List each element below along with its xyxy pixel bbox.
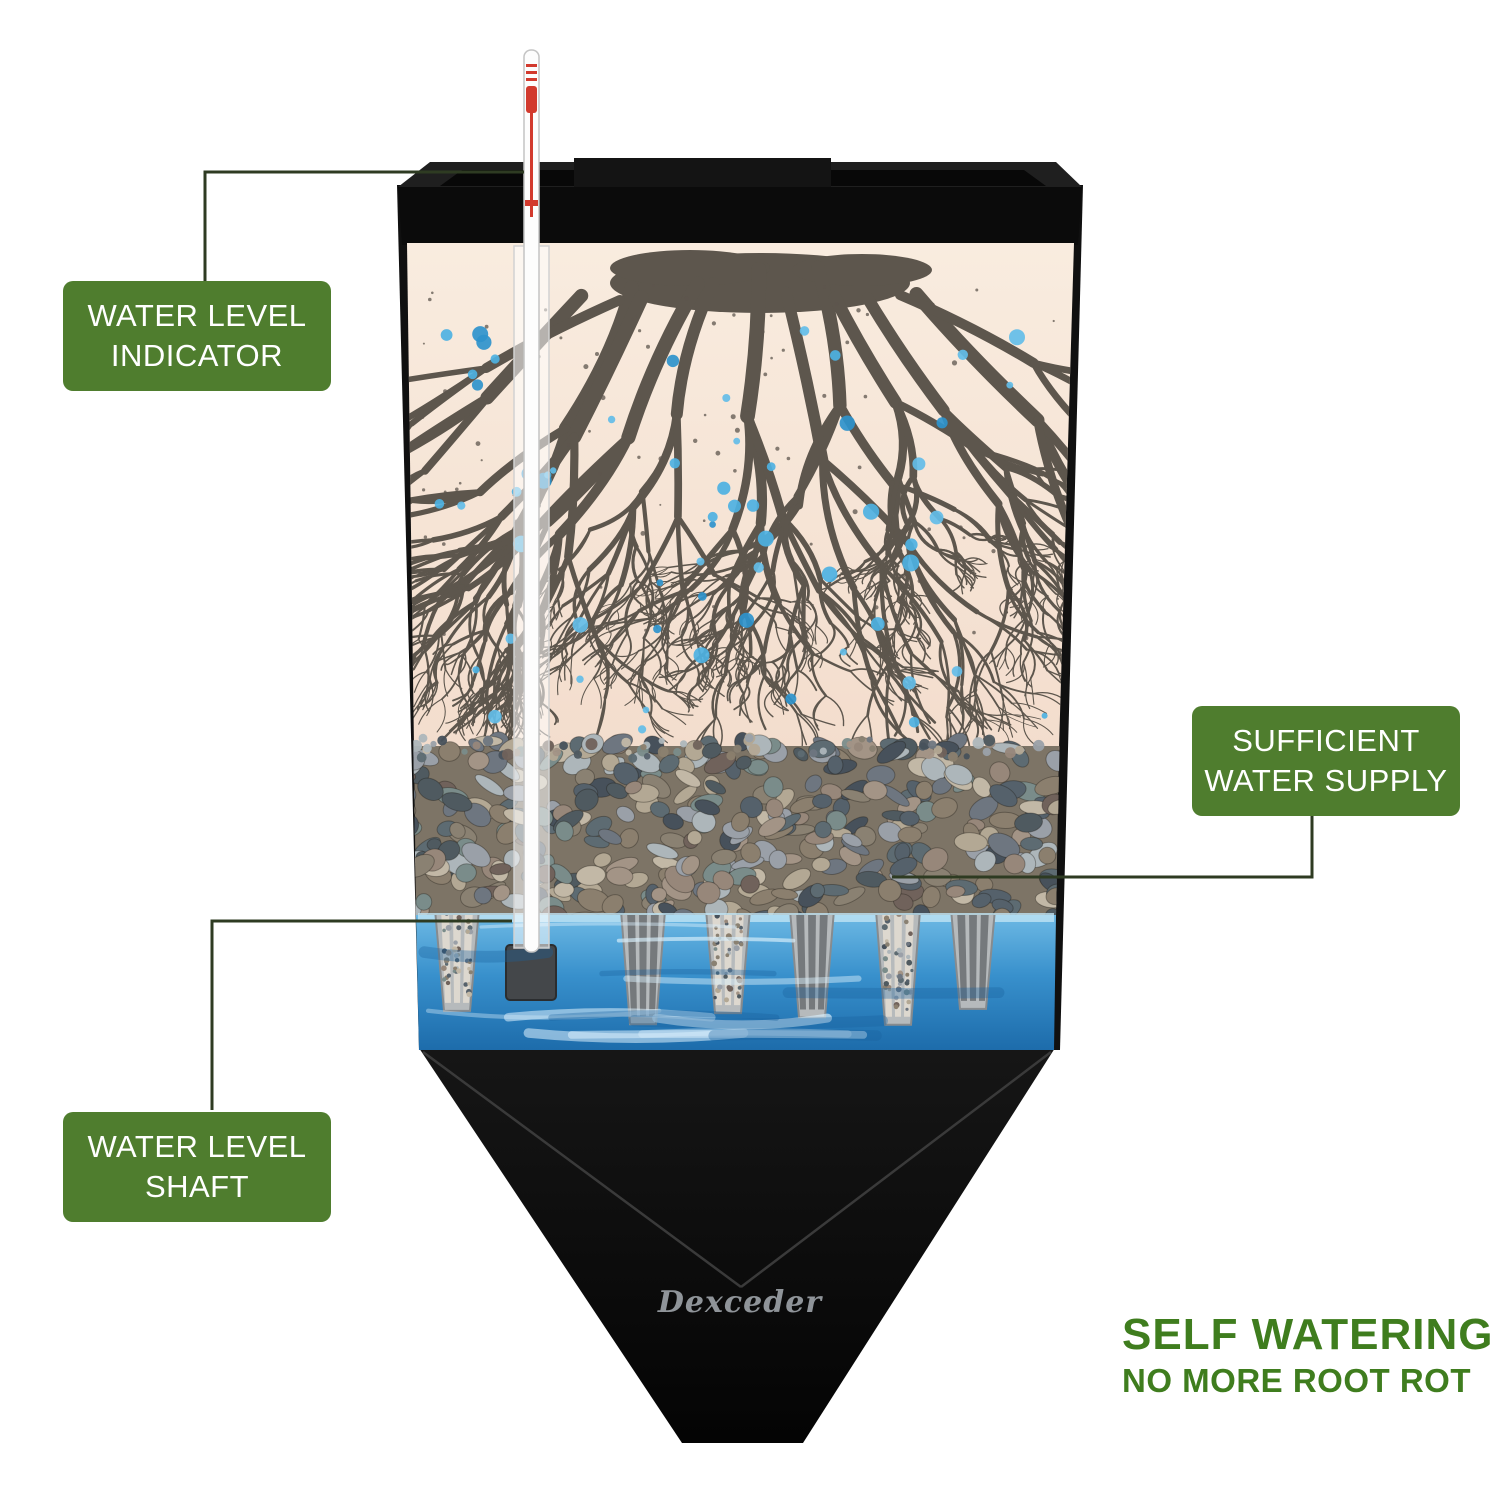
label-water-level-indicator: WATER LEVEL INDICATOR — [63, 281, 331, 391]
label-text: INDICATOR — [110, 338, 284, 373]
self-watering-callout: SELF WATERING NO MORE ROOT ROT — [1122, 1310, 1494, 1400]
gravel-layer — [413, 731, 1060, 917]
label-text: SUFFICIENT — [1232, 722, 1420, 758]
label-text: SHAFT — [144, 1169, 250, 1204]
connector-lines — [203, 170, 1314, 1110]
label-sufficient-water-supply: SUFFICIENT WATER SUPPLY — [1192, 706, 1460, 816]
callout-title: SELF WATERING — [1122, 1310, 1494, 1359]
connector-supply — [892, 812, 1314, 879]
label-text: WATER SUPPLY — [1204, 763, 1448, 798]
wick-baskets — [432, 915, 998, 1026]
root-system — [407, 250, 1074, 748]
water-reservoir — [416, 913, 1056, 1050]
facet-crease — [422, 1050, 1052, 1289]
callout-subtitle: NO MORE ROOT ROT — [1122, 1361, 1471, 1399]
label-text: WATER LEVEL — [87, 1128, 307, 1164]
water-droplets — [434, 326, 1048, 734]
connector-indicator — [203, 170, 524, 286]
water-level-indicator-tube — [523, 49, 540, 953]
label-water-level-shaft: WATER LEVEL SHAFT — [63, 1112, 331, 1222]
label-text: WATER LEVEL — [87, 297, 307, 333]
indicator-red-scale — [525, 64, 538, 217]
connector-shaft — [210, 919, 512, 1110]
brand-logo: Dexceder — [657, 1285, 823, 1320]
